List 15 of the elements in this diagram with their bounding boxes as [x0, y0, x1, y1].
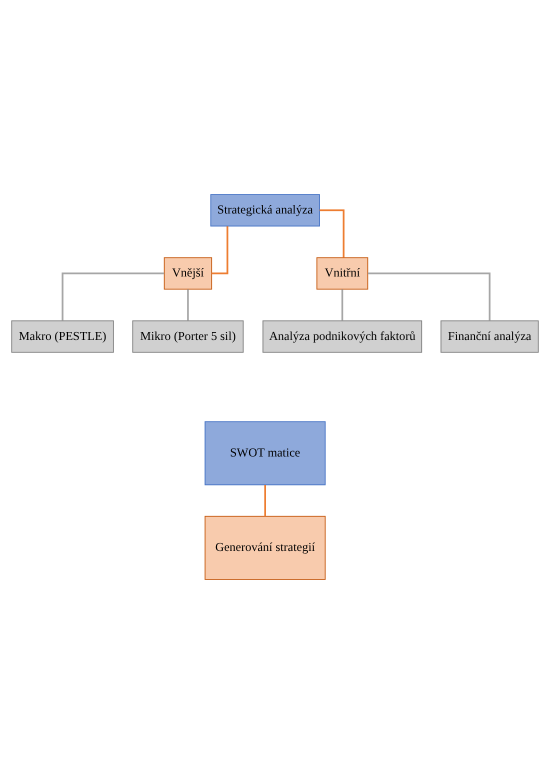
node-box: Vnější — [164, 256, 212, 290]
connector — [62, 272, 164, 320]
node-box: Mikro (Porter 5 sil) — [132, 320, 244, 352]
node-box: SWOT matice — [204, 420, 326, 485]
connector — [368, 272, 491, 320]
node-box: Strategická analýza — [210, 194, 320, 226]
connector — [320, 208, 344, 257]
connector — [341, 288, 344, 320]
connector — [264, 484, 266, 516]
node-box: Analýza podnikových faktorů — [262, 320, 422, 352]
node-box: Vnitřní — [316, 256, 368, 290]
node-box: Generování strategií — [204, 515, 326, 580]
connector — [187, 288, 189, 320]
node-box: Makro (PESTLE) — [11, 320, 114, 352]
node-box: Finanční analýza — [440, 320, 539, 352]
